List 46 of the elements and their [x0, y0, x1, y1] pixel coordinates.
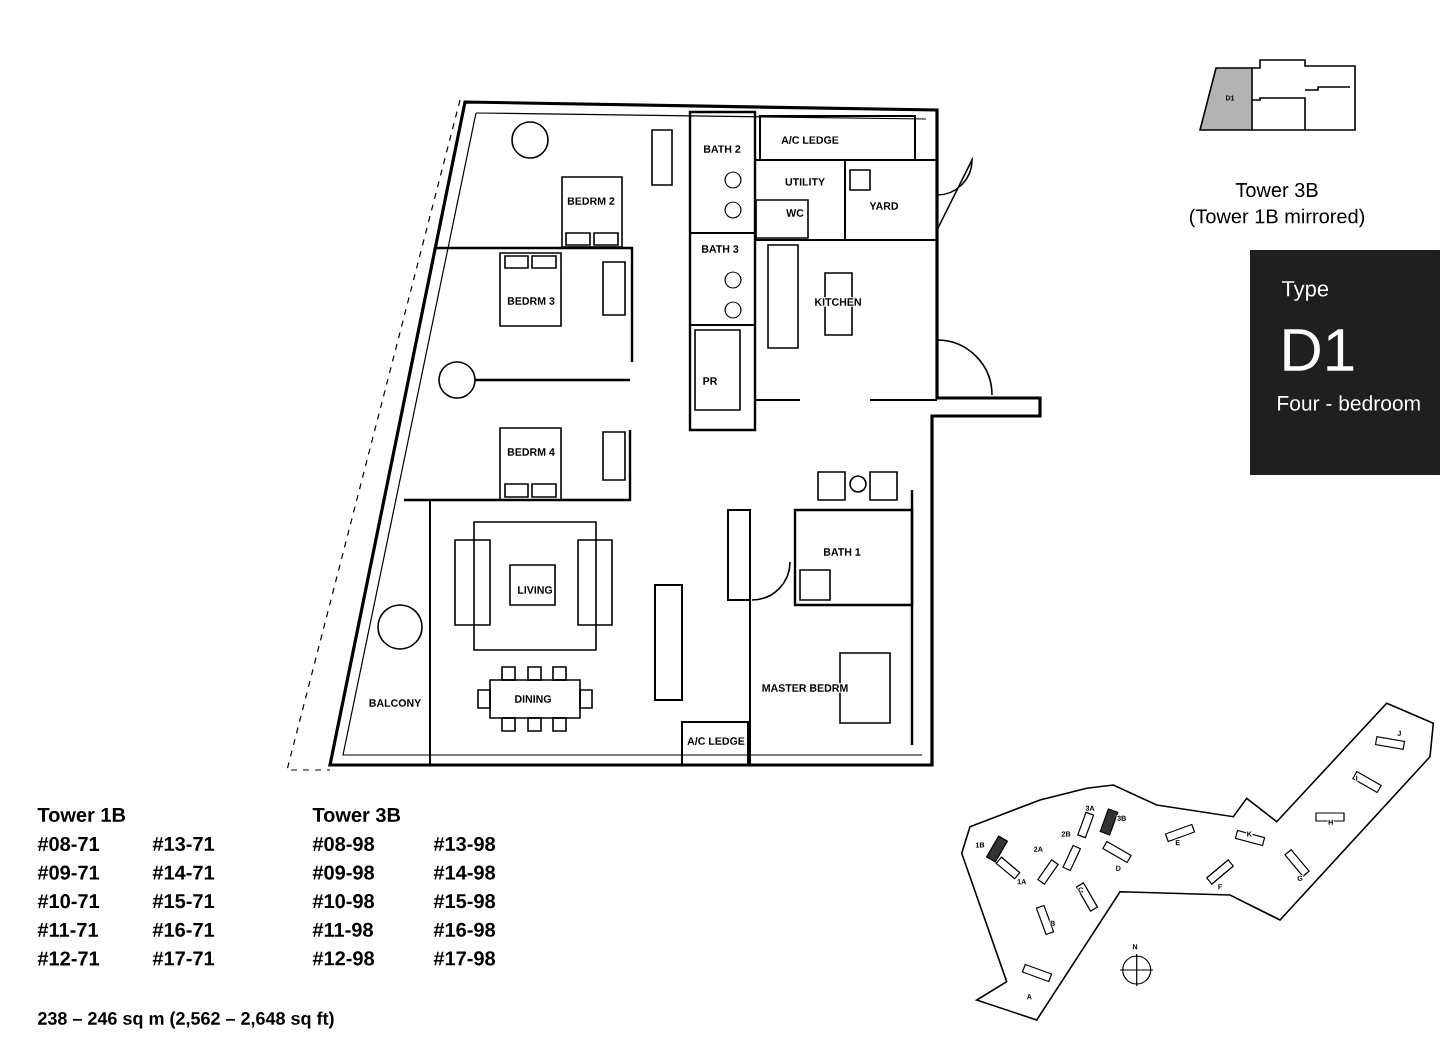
unit-number: #09-98 — [312, 865, 375, 880]
unit-number: #08-98 — [312, 836, 375, 852]
type-code: D1 — [1284, 329, 1354, 371]
unit-number: #15-98 — [433, 894, 496, 909]
room-label: WC — [785, 208, 805, 218]
room-label: KITCHEN — [813, 297, 863, 307]
tower-caption: (Tower 1B mirrored) — [1189, 208, 1365, 228]
type-box — [1250, 250, 1440, 475]
unit-number: #10-98 — [312, 894, 375, 909]
room-label: BATH 1 — [822, 547, 862, 557]
unit-number: #09-71 — [37, 865, 100, 880]
unit-number: #13-98 — [433, 836, 496, 852]
unit-number: #15-71 — [152, 894, 215, 909]
room-label: A/C LEDGE — [780, 135, 840, 145]
room-label: BATH 2 — [702, 144, 742, 154]
unit-number: #10-71 — [37, 894, 100, 909]
unit-number: #16-71 — [152, 922, 215, 937]
unit-number: #12-71 — [37, 951, 100, 966]
room-label: BEDRM 4 — [506, 447, 556, 457]
room-label: MASTER BEDRM — [760, 683, 850, 693]
unit-number: #14-98 — [433, 865, 496, 880]
unit-number: #11-71 — [37, 922, 98, 937]
unit-number: #14-71 — [152, 865, 215, 880]
room-label: A/C LEDGE — [686, 736, 746, 746]
unit-number: #17-98 — [433, 951, 496, 966]
room-label: BALCONY — [367, 698, 423, 708]
type-description: Four - bedroom — [1278, 395, 1420, 411]
room-label: BEDRM 2 — [566, 196, 616, 206]
column-heading: Tower 3B — [312, 807, 401, 823]
room-label: LIVING — [516, 585, 554, 595]
room-label: UTILITY — [784, 177, 827, 187]
unit-number: #16-98 — [433, 922, 496, 937]
tower-caption: Tower 3B — [1235, 182, 1318, 198]
unit-number: #11-98 — [312, 922, 373, 937]
room-label: DINING — [513, 694, 553, 704]
unit-number: #08-71 — [37, 836, 100, 852]
room-label: PR — [701, 376, 719, 386]
unit-number: #17-71 — [152, 951, 215, 966]
unit-number: #13-71 — [152, 836, 215, 852]
unit-number: #12-98 — [312, 951, 375, 966]
room-label: BATH 3 — [700, 244, 740, 254]
type-heading: Type — [1281, 281, 1329, 301]
room-label: YARD — [868, 201, 900, 211]
area-note: 238 – 246 sq m (2,562 – 2,648 sq ft) — [38, 1011, 334, 1029]
room-label: BEDRM 3 — [506, 296, 556, 306]
column-heading: Tower 1B — [37, 808, 126, 822]
